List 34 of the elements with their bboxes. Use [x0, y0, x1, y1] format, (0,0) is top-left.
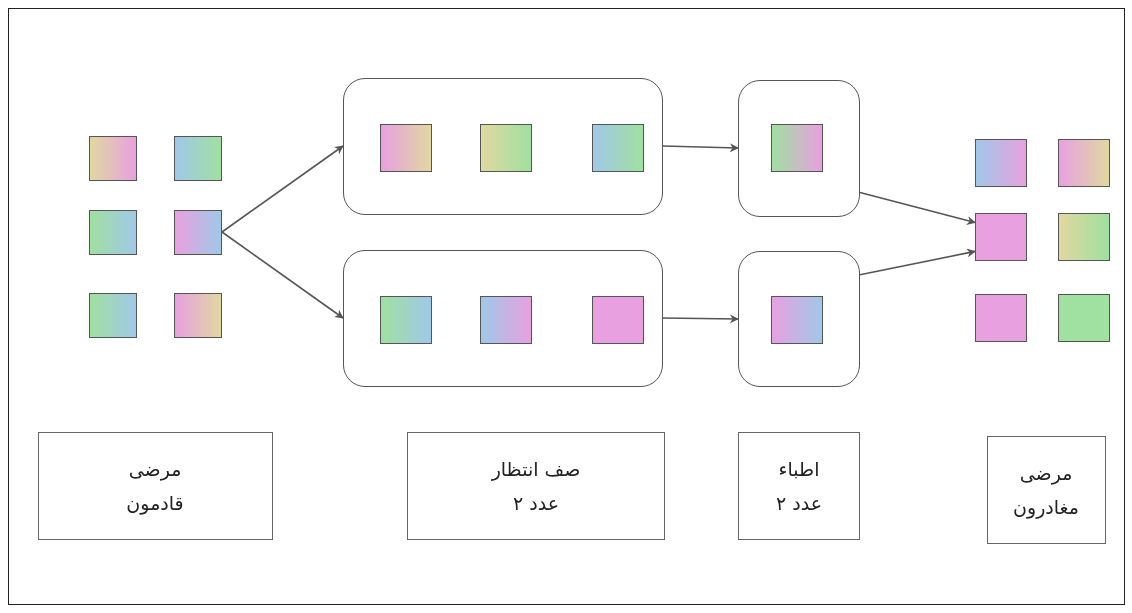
label-box: مرضى مغادرون: [986, 436, 1106, 544]
rounded-box: [738, 79, 860, 217]
patient-square: [89, 292, 137, 338]
patient-square: [770, 295, 823, 344]
patient-square: [479, 295, 532, 344]
patient-square: [379, 295, 432, 344]
patient-square: [975, 294, 1027, 342]
rounded-box: [343, 249, 663, 387]
patient-square: [591, 123, 644, 172]
arrow: [221, 231, 344, 319]
arrow: [859, 248, 976, 276]
arrow: [662, 314, 739, 324]
patient-square: [1058, 294, 1110, 342]
patient-square: [1058, 139, 1110, 187]
arrow: [221, 145, 344, 233]
arrow: [662, 143, 739, 153]
rounded-box: [343, 77, 663, 215]
patient-square: [975, 139, 1027, 187]
patient-square: [174, 292, 222, 338]
patient-square: [975, 213, 1027, 261]
patient-square: [174, 209, 222, 255]
patient-square: [1058, 213, 1110, 261]
label-box: اطباء عدد ٢: [738, 432, 860, 540]
label-box: صف انتظار عدد ٢: [407, 432, 665, 540]
patient-square: [89, 135, 137, 181]
patient-square: [89, 209, 137, 255]
patient-square: [479, 123, 532, 172]
label-box: مرضى قادمون: [37, 432, 273, 540]
patient-square: [770, 123, 823, 172]
patient-square: [174, 135, 222, 181]
arrow: [859, 191, 976, 225]
patient-square: [591, 295, 644, 344]
patient-square: [379, 123, 432, 172]
rounded-box: [738, 251, 860, 387]
